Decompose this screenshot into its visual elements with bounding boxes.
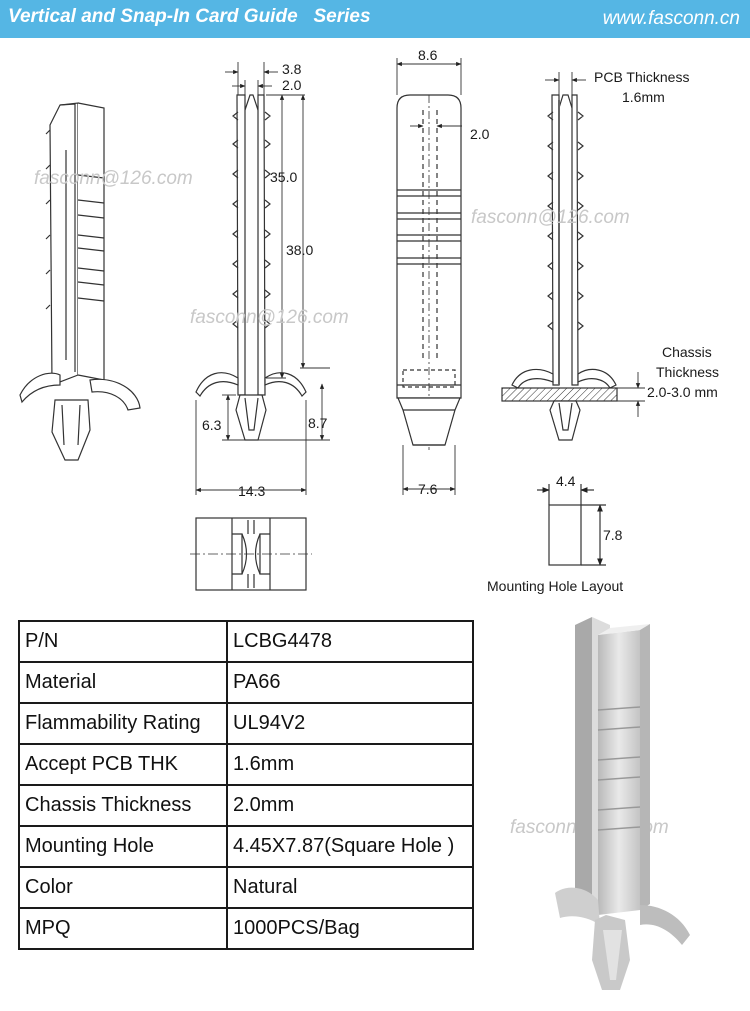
watermark-2: fasconn@126.com <box>471 207 630 228</box>
front-view-dim-labels: 8.6 2.0 7.6 <box>418 47 490 497</box>
watermark-3: fasconn@126.com <box>190 307 349 328</box>
product-render <box>555 617 690 990</box>
dim-8-6: 8.6 <box>418 47 438 63</box>
spec-key: P/N <box>18 620 228 663</box>
chassis-label-2: Thickness <box>656 364 719 380</box>
dim-hole-height: 7.8 <box>603 527 623 543</box>
spec-key: Flammability Rating <box>18 702 228 745</box>
spec-value: 1.6mm <box>226 743 474 786</box>
dim-35-0: 35.0 <box>270 169 297 185</box>
dim-14-3: 14.3 <box>238 483 265 499</box>
dim-hole-width: 4.4 <box>556 473 576 489</box>
side-view-dimensions <box>195 62 330 495</box>
installed-view-labels: PCB Thickness 1.6mm Chassis Thickness 2.… <box>594 69 719 400</box>
dim-8-7: 8.7 <box>308 415 328 431</box>
spec-key: Chassis Thickness <box>18 784 228 827</box>
spec-key: Color <box>18 866 228 909</box>
top-view <box>190 517 312 591</box>
mounting-hole-layout <box>537 484 606 566</box>
spec-key: Material <box>18 661 228 704</box>
spec-key: MPQ <box>18 907 228 950</box>
dim-38-0: 38.0 <box>286 242 313 258</box>
spec-key: Accept PCB THK <box>18 743 228 786</box>
spec-value: UL94V2 <box>226 702 474 745</box>
spec-value: LCBG4478 <box>226 620 474 663</box>
front-view <box>396 94 462 450</box>
dim-2-0-front: 2.0 <box>470 126 490 142</box>
dim-3-8: 3.8 <box>282 61 302 77</box>
watermark-1: fasconn@126.com <box>34 168 193 189</box>
dim-6-3: 6.3 <box>202 417 222 433</box>
header-bar: Vertical and Snap-In Card Guide Series w… <box>0 0 750 38</box>
spec-key: Mounting Hole <box>18 825 228 868</box>
website-label: www.fasconn.cn <box>602 8 740 29</box>
installed-view-dimensions <box>545 72 645 417</box>
pcb-thickness-label: PCB Thickness <box>594 69 689 85</box>
chassis-label-1: Chassis <box>662 344 712 360</box>
dim-7-6: 7.6 <box>418 481 438 497</box>
isometric-view <box>19 102 141 461</box>
mounting-hole-layout-label: Mounting Hole Layout <box>487 578 623 594</box>
page-title: Vertical and Snap-In Card Guide Series <box>8 6 371 27</box>
front-view-dimensions <box>396 58 462 495</box>
dim-2-0-top: 2.0 <box>282 77 302 93</box>
pcb-thickness-value: 1.6mm <box>622 89 665 105</box>
side-view <box>195 94 307 441</box>
chassis-label-3: 2.0-3.0 mm <box>647 384 718 400</box>
spec-value: 4.45X7.87(Square Hole ) <box>226 825 474 868</box>
side-view-dim-labels: 3.8 2.0 35.0 38.0 6.3 8.7 14.3 <box>202 61 328 499</box>
spec-value: 1000PCS/Bag <box>226 907 474 950</box>
installed-view <box>501 94 618 441</box>
spec-value: Natural <box>226 866 474 909</box>
spec-value: 2.0mm <box>226 784 474 827</box>
spec-value: PA66 <box>226 661 474 704</box>
